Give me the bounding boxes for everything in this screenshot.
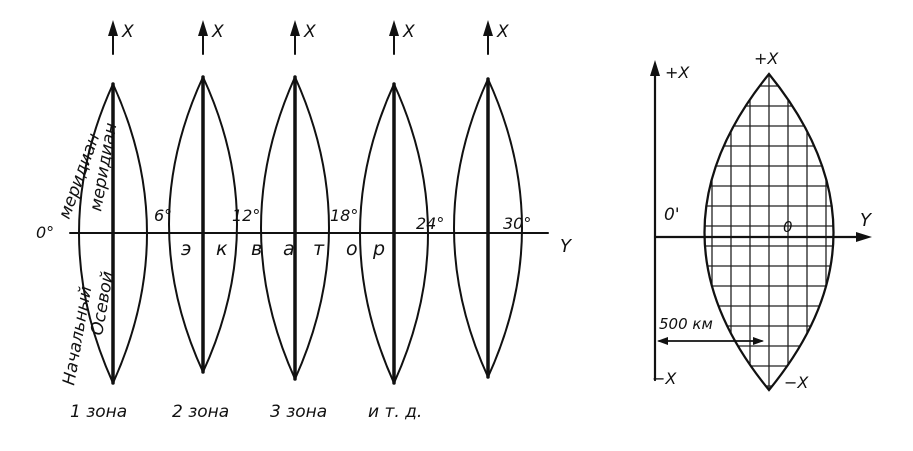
zone-4-caption: и т. д. bbox=[368, 402, 422, 422]
initial-meridian-word: Начальный bbox=[59, 285, 96, 387]
zone-5-left-edge bbox=[453, 78, 489, 378]
zone-1-x-label: X bbox=[121, 22, 134, 42]
y-axis-arrowhead bbox=[856, 232, 872, 242]
zone-3-caption: 3 зона bbox=[270, 402, 327, 422]
zone-2: X bbox=[168, 20, 238, 374]
degree-label-30: 30° bbox=[503, 214, 531, 233]
zone-5-right-edge bbox=[487, 78, 523, 378]
zone-4: X bbox=[359, 20, 429, 385]
zone-2-left-edge bbox=[168, 76, 204, 373]
center-label: 0 bbox=[783, 218, 793, 236]
zone-3-right-edge bbox=[294, 76, 330, 380]
zone-3-left-edge bbox=[260, 76, 296, 380]
zone-2-x-label: X bbox=[211, 22, 224, 42]
zone-5-x-arrowhead bbox=[483, 20, 493, 36]
zone-2-right-edge bbox=[202, 76, 238, 373]
degree-label-18: 18° bbox=[330, 206, 358, 225]
equator-letter-7: р bbox=[372, 238, 385, 260]
equator-y-label: Y bbox=[560, 236, 573, 257]
zone-outline bbox=[703, 72, 835, 392]
zone-grid bbox=[704, 74, 834, 390]
degree-label-6: 6° bbox=[154, 206, 172, 225]
plus-x-top-label: +X bbox=[754, 49, 779, 68]
y-axis-label: Y bbox=[860, 210, 873, 231]
equator-letter-3: в bbox=[251, 238, 262, 260]
origin-label: 0' bbox=[664, 205, 680, 225]
equator-letter-1: э bbox=[181, 238, 191, 260]
zone-4-right-edge bbox=[393, 83, 429, 384]
zone-1: X bbox=[78, 20, 148, 385]
minus-x-axis-label: −X bbox=[652, 369, 677, 388]
zone-1-x-arrowhead bbox=[108, 20, 118, 36]
zone-2-caption: 2 зона bbox=[172, 402, 229, 422]
zone-2-x-arrowhead bbox=[198, 20, 208, 36]
distance-arrow-left bbox=[657, 337, 668, 345]
zone-1-right-edge bbox=[112, 83, 148, 384]
equator-letter-5: т bbox=[313, 238, 325, 260]
zone-4-x-label: X bbox=[402, 22, 415, 42]
zones-diagram: Y X X X bbox=[36, 20, 573, 422]
plus-x-axis-label: +X bbox=[665, 63, 690, 82]
distance-arrow-right bbox=[753, 337, 764, 345]
degree-label-24: 24° bbox=[416, 214, 444, 233]
minus-x-bottom-label: −X bbox=[784, 373, 809, 392]
equator-letter-4: а bbox=[283, 238, 295, 260]
equator-letter-6: о bbox=[346, 238, 358, 260]
zone-1-caption: 1 зона bbox=[70, 402, 127, 422]
zone-5: X bbox=[453, 20, 523, 379]
zone-5-x-label: X bbox=[496, 22, 509, 42]
zone-3-x-label: X bbox=[303, 22, 316, 42]
zone-4-x-arrowhead bbox=[389, 20, 399, 36]
x-axis-arrowhead bbox=[650, 60, 660, 76]
zone-4-left-edge bbox=[359, 83, 395, 384]
degree-label-12: 12° bbox=[232, 206, 260, 225]
zone-detail: +X +X −X −X 0' 0 Y 500 км bbox=[650, 49, 873, 392]
equator-letter-2: к bbox=[216, 238, 228, 260]
zone-3-x-arrowhead bbox=[290, 20, 300, 36]
distance-label: 500 км bbox=[659, 315, 713, 333]
zone-3: X bbox=[260, 20, 330, 381]
degree-label-0: 0° bbox=[36, 223, 54, 242]
zone-1-left-edge bbox=[78, 83, 114, 384]
